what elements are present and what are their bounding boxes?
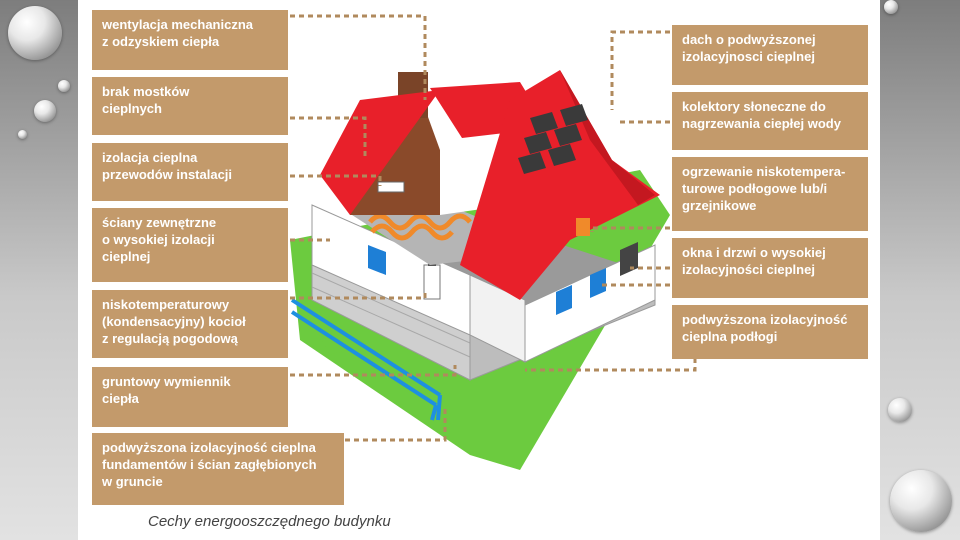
label-thermal-bridges: brak mostków cieplnych [92,77,288,135]
water-drop-icon [888,398,912,422]
label-roof: dach o podwyższonej izolacyjnosci ciepln… [672,25,868,85]
label-solar: kolektory słoneczne do nagrzewania ciepł… [672,92,868,150]
ground-pipe [430,394,442,421]
water-drop-icon [34,100,56,122]
ground-pipe [290,298,442,397]
label-external-walls: ściany zewnętrzne o wysokiej izolacji ci… [92,208,288,282]
window [368,245,386,275]
roof-left [320,90,440,215]
water-drop-icon [890,470,952,532]
label-floor-heating: ogrzewanie niskotempera- turowe podłogow… [672,157,868,231]
ground-pipe [290,310,438,407]
roof-main [460,70,660,300]
leader-lines [290,14,697,442]
label-windows: okna i drzwi o wysokiej izolacyjności ci… [672,238,868,298]
solar-collector-icon [518,104,588,174]
figure-caption: Cechy energooszczędnego budynku [148,513,391,530]
ventilation-unit [377,181,405,193]
window [556,285,572,315]
label-foundations: podwyższona izolacyjność cieplna fundame… [92,433,344,505]
label-pipe-insulation: izolacja cieplna przewodów instalacji [92,143,288,201]
water-drop-icon [18,130,27,139]
water-drop-icon [58,80,70,92]
label-ventilation: wentylacja mechaniczna z odzyskiem ciepł… [92,10,288,70]
floor-heating-coil [368,213,472,241]
label-boiler: niskotemperaturowy (kondensacyjny) kocio… [92,290,288,358]
water-drop-icon [8,6,62,60]
label-ground-exchanger: gruntowy wymiennik ciepła [92,367,288,427]
window [590,268,606,298]
water-drop-icon [884,0,898,14]
label-floor-insulation: podwyższona izolacyjność cieplna podłogi [672,305,868,359]
gable-wall [350,95,440,215]
